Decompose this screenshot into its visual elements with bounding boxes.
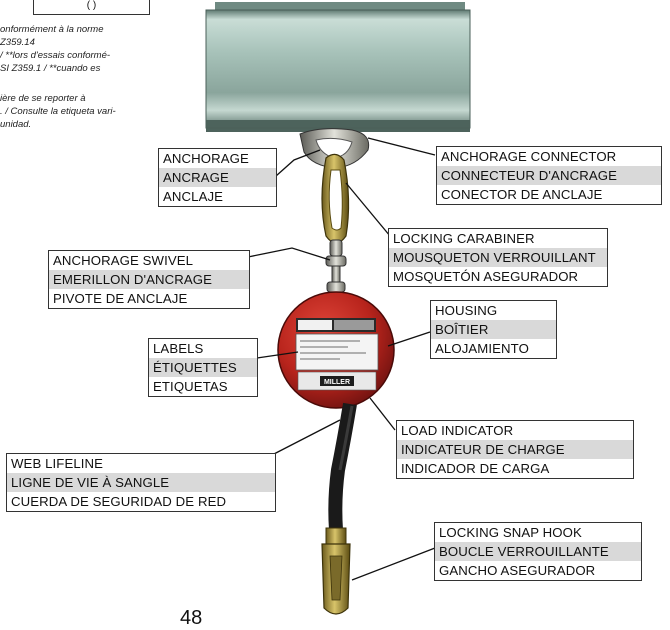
label-web-lifeline: WEB LIFELINE LIGNE DE VIE À SANGLE CUERD… [6, 453, 276, 512]
leader-load-indicator [370, 398, 395, 430]
label-anchorage: ANCHORAGE ANCRAGE ANCLAJE [158, 148, 277, 207]
label-anchorage-es: ANCLAJE [159, 187, 276, 206]
label-locking-snap-hook-fr: BOUCLE VERROUILLANTE [435, 542, 641, 561]
label-locking-carabiner-es: MOSQUETÓN ASEGURADOR [389, 267, 607, 286]
label-labels-es: ETIQUETAS [149, 377, 257, 396]
label-locking-snap-hook-en: LOCKING SNAP HOOK [435, 523, 641, 542]
label-labels-fr: ÉTIQUETTES [149, 358, 257, 377]
web-lifeline [335, 404, 352, 530]
label-web-lifeline-es: CUERDA DE SEGURIDAD DE RED [7, 492, 275, 511]
label-anchorage-swivel-es: PIVOTE DE ANCLAJE [49, 289, 249, 308]
label-anchorage-connector-en: ANCHORAGE CONNECTOR [437, 147, 661, 166]
label-anchorage-swivel-fr: EMERILLON D'ANCRAGE [49, 270, 249, 289]
leader-anchorage-swivel [248, 248, 330, 260]
label-housing-fr: BOÎTIER [431, 320, 556, 339]
label-housing-en: HOUSING [431, 301, 556, 320]
locking-snap-hook [322, 528, 350, 614]
leader-anchorage-connector [368, 138, 435, 155]
label-anchorage-fr: ANCRAGE [159, 168, 276, 187]
label-anchorage-connector: ANCHORAGE CONNECTOR CONNECTEUR D'ANCRAGE… [436, 146, 662, 205]
anchorage-beam [206, 2, 470, 132]
label-labels-en: LABELS [149, 339, 257, 358]
label-anchorage-connector-es: CONECTOR DE ANCLAJE [437, 185, 661, 204]
label-web-lifeline-en: WEB LIFELINE [7, 454, 275, 473]
label-anchorage-connector-fr: CONNECTEUR D'ANCRAGE [437, 166, 661, 185]
brand-logo: MILLER [324, 379, 350, 386]
label-web-lifeline-fr: LIGNE DE VIE À SANGLE [7, 473, 275, 492]
locking-carabiner [322, 154, 349, 243]
label-locking-carabiner-en: LOCKING CARABINER [389, 229, 607, 248]
label-locking-carabiner: LOCKING CARABINER MOUSQUETON VERROUILLAN… [388, 228, 608, 287]
page-number: 48 [180, 607, 202, 630]
leader-locking-snap-hook [352, 548, 435, 580]
anchorage-swivel [326, 240, 346, 292]
label-load-indicator-es: INDICADOR DE CARGA [397, 459, 633, 478]
label-anchorage-en: ANCHORAGE [159, 149, 276, 168]
leader-locking-carabiner [346, 183, 390, 236]
label-load-indicator-en: LOAD INDICATOR [397, 421, 633, 440]
label-load-indicator-fr: INDICATEUR DE CHARGE [397, 440, 633, 459]
label-anchorage-swivel: ANCHORAGE SWIVEL EMERILLON D'ANCRAGE PIV… [48, 250, 250, 309]
label-housing-es: ALOJAMIENTO [431, 339, 556, 358]
label-locking-snap-hook-es: GANCHO ASEGURADOR [435, 561, 641, 580]
leader-housing [388, 332, 430, 346]
label-anchorage-swivel-en: ANCHORAGE SWIVEL [49, 251, 249, 270]
label-locking-snap-hook: LOCKING SNAP HOOK BOUCLE VERROUILLANTE G… [434, 522, 642, 581]
label-locking-carabiner-fr: MOUSQUETON VERROUILLANT [389, 248, 607, 267]
label-housing: HOUSING BOÎTIER ALOJAMIENTO [430, 300, 557, 359]
label-labels: LABELS ÉTIQUETTES ETIQUETAS [148, 338, 258, 397]
srl-housing: MILLER [278, 292, 394, 408]
label-load-indicator: LOAD INDICATOR INDICATEUR DE CHARGE INDI… [396, 420, 634, 479]
leader-web-lifeline [272, 420, 340, 455]
